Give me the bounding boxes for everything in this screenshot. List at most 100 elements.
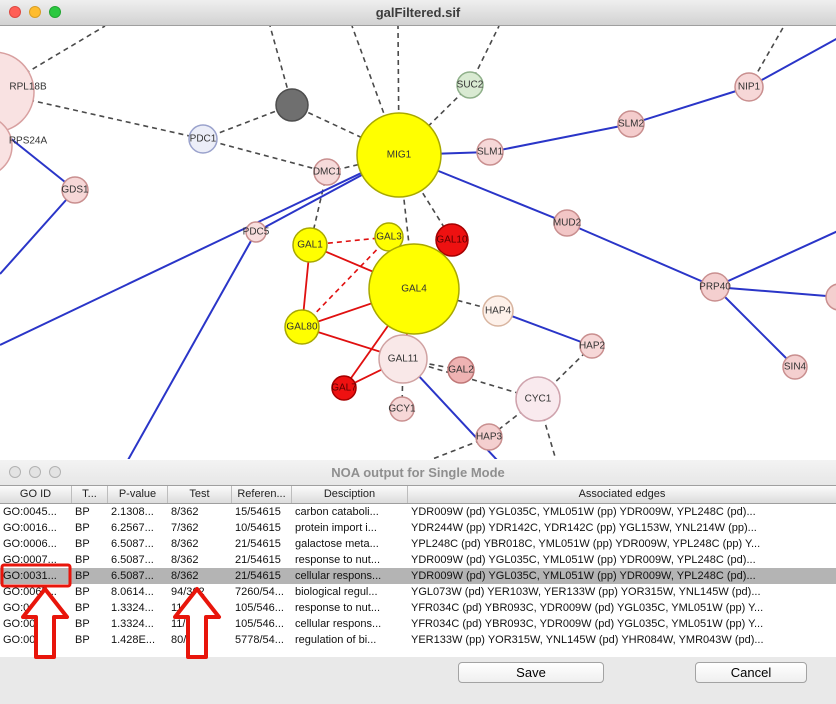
- node-SUC2[interactable]: [456, 71, 484, 99]
- edge-SLM1-SLM2[interactable]: [489, 123, 632, 153]
- node-CYC1[interactable]: [515, 376, 561, 422]
- column-header-2[interactable]: P-value: [108, 486, 168, 503]
- column-header-4[interactable]: Referen...: [232, 486, 292, 503]
- node-label-SUC2: SUC2: [457, 80, 484, 91]
- table-cell: GO:0050...: [3, 634, 57, 646]
- table-cell: 80/362: [171, 634, 205, 646]
- edge-GAL3-GAL80[interactable]: [301, 236, 390, 328]
- noa-titlebar[interactable]: NOA output for Single Mode: [0, 460, 836, 486]
- edge-GDS1-border[interactable]: [0, 189, 76, 275]
- node-HAP2[interactable]: [579, 333, 605, 359]
- node-DMC1[interactable]: [313, 158, 341, 186]
- edge-PRP40-EDGE_R[interactable]: [714, 286, 836, 298]
- node-label-NIP1: NIP1: [738, 82, 761, 93]
- table-cell: 8/362: [171, 538, 199, 550]
- minimize-button[interactable]: [29, 6, 41, 18]
- node-GAL2[interactable]: [447, 356, 475, 384]
- node-MUD2[interactable]: [553, 209, 581, 237]
- table-cell: GO:0007...: [3, 554, 57, 566]
- table-cell: BP: [75, 506, 90, 518]
- node-NIP1[interactable]: [734, 72, 764, 102]
- column-header-1[interactable]: T...: [72, 486, 108, 503]
- node-EDGE_R[interactable]: [825, 283, 836, 311]
- edge-PDC5-border[interactable]: [127, 231, 257, 459]
- node-GAL80[interactable]: [284, 309, 320, 345]
- column-header-6[interactable]: Associated edges: [578, 488, 666, 500]
- window-title: galFiltered.sif: [375, 5, 461, 20]
- table-cell: YDR244W (pp) YDR142C, YDR142C (pp) YGL15…: [411, 522, 757, 534]
- node-HAP3[interactable]: [475, 423, 503, 451]
- node-RPL18B[interactable]: [0, 51, 35, 133]
- node-label-GAL10: GAL10: [436, 235, 468, 246]
- node-MIG1[interactable]: [356, 112, 442, 198]
- node-label-GAL1: GAL1: [297, 240, 323, 251]
- table-cell: 21/54615: [235, 538, 281, 550]
- node-PRP40[interactable]: [700, 272, 730, 302]
- node-DARK[interactable]: [275, 88, 309, 122]
- edge-PDC1-DMC1[interactable]: [202, 138, 328, 173]
- edge-PDC1-DARK[interactable]: [202, 104, 293, 140]
- node-GAL4[interactable]: [368, 243, 460, 335]
- table-cell: 105/546...: [235, 602, 284, 614]
- edge-MIG1-border[interactable]: [0, 154, 400, 346]
- minimize-button[interactable]: [29, 466, 41, 478]
- zoom-button[interactable]: [49, 466, 61, 478]
- node-HAP4[interactable]: [482, 295, 514, 327]
- column-header-3[interactable]: Test: [168, 486, 232, 503]
- node-SLM2[interactable]: [617, 110, 645, 138]
- table-cell: BP: [75, 618, 90, 630]
- edge-GDS1-border[interactable]: [0, 129, 76, 191]
- edge-DARK-MIG1[interactable]: [291, 104, 400, 156]
- edge-PRP40-border[interactable]: [714, 230, 836, 288]
- column-header-5[interactable]: Desciption: [292, 486, 408, 503]
- save-button[interactable]: Save: [458, 662, 604, 683]
- node-PDC5[interactable]: [245, 221, 267, 243]
- node-GAL11[interactable]: [378, 334, 428, 384]
- node-label-RPL18B: RPL18B: [9, 82, 47, 93]
- network-titlebar[interactable]: galFiltered.sif: [0, 0, 836, 26]
- node-GAL7[interactable]: [331, 375, 357, 401]
- node-label-GCY1: GCY1: [388, 404, 416, 415]
- close-button[interactable]: [9, 466, 21, 478]
- table-cell: 15/54615: [235, 506, 281, 518]
- node-GDS1[interactable]: [61, 176, 89, 204]
- table-cell: cellular respons...: [295, 618, 382, 630]
- cancel-button[interactable]: Cancel: [695, 662, 807, 683]
- node-label-PRP40: PRP40: [699, 282, 731, 293]
- table-cell: 8/362: [171, 506, 199, 518]
- table-cell: 11/362: [171, 602, 204, 614]
- node-GAL1[interactable]: [292, 227, 328, 263]
- column-header-0[interactable]: GO ID: [0, 486, 72, 503]
- zoom-button[interactable]: [49, 6, 61, 18]
- edge-MUD2-PRP40[interactable]: [566, 222, 716, 288]
- edge-PRP40-SIN4[interactable]: [714, 286, 796, 368]
- edge-GAL11-CYC1[interactable]: [402, 358, 539, 400]
- close-button[interactable]: [9, 6, 21, 18]
- edge-SLM2-NIP1[interactable]: [630, 86, 750, 125]
- node-GCY1[interactable]: [389, 396, 415, 422]
- node-SLM1[interactable]: [476, 138, 504, 166]
- table-cell: 8.0614...: [111, 586, 154, 598]
- node-RPS24A[interactable]: [0, 116, 13, 176]
- edge-HAP4-HAP2[interactable]: [497, 310, 593, 347]
- node-PDC1[interactable]: [188, 124, 218, 154]
- edge-NIP1-border[interactable]: [748, 37, 836, 88]
- node-label-GDS1: GDS1: [61, 185, 89, 196]
- table-cell: GO:0031...: [3, 570, 57, 582]
- node-label-GAL3: GAL3: [376, 232, 402, 243]
- node-GAL10[interactable]: [435, 223, 469, 257]
- node-SIN4[interactable]: [782, 354, 808, 380]
- table-cell: 2.1308...: [111, 506, 154, 518]
- table-cell: 21/54615: [235, 554, 281, 566]
- table-cell: BP: [75, 538, 90, 550]
